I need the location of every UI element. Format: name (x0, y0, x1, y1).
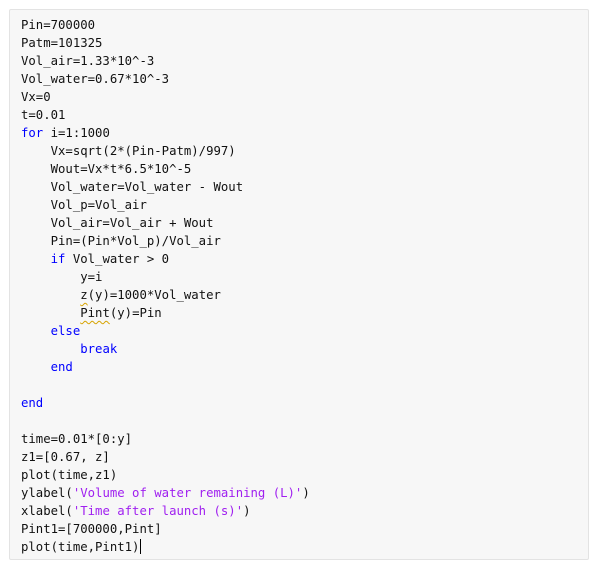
code-line[interactable]: Pin=(Pin*Vol_p)/Vol_air (21, 234, 221, 248)
code-indent (21, 252, 51, 266)
code-warning-token: Pint (80, 306, 110, 320)
code-text: ) (302, 486, 310, 500)
code-keyword: end (21, 396, 44, 410)
code-line[interactable] (21, 376, 310, 394)
code-line[interactable]: plot(time,Pint1) (21, 538, 310, 556)
code-string: 'Time after launch (s)' (72, 504, 244, 518)
code-indent (21, 342, 80, 356)
code-text: ) (243, 504, 251, 518)
code-line[interactable]: end (21, 358, 310, 376)
code-line[interactable]: Wout=Vx*t*6.5*10^-5 (21, 162, 192, 176)
code-text: plot(time,Pint1) (21, 540, 140, 554)
code-line[interactable] (21, 412, 310, 430)
code-indent (21, 306, 80, 320)
code-line[interactable]: Pint1=[700000,Pint] (21, 522, 162, 536)
code-line[interactable]: Vol_water=Vol_water - Wout (21, 180, 244, 194)
code-line[interactable]: Vol_air=1.33*10^-3 (21, 54, 155, 68)
code-line[interactable]: Vx=0 (21, 90, 51, 104)
code-line[interactable]: t=0.01 (21, 108, 66, 122)
code-line[interactable]: time=0.01*[0:y] (21, 432, 133, 446)
code-keyword: end (50, 360, 73, 374)
text-cursor (140, 539, 142, 554)
code-line[interactable]: Vol_p=Vol_air (21, 198, 147, 212)
code-indent (21, 288, 80, 302)
code-line[interactable]: Pint(y)=Pin (21, 304, 310, 322)
code-line[interactable]: else (21, 322, 310, 340)
code-line[interactable]: Patm=101325 (21, 36, 103, 50)
code-line[interactable]: if Vol_water > 0 (21, 250, 310, 268)
code-line[interactable]: z1=[0.67, z] (21, 450, 110, 464)
code-text: (y)=Pin (109, 306, 162, 320)
code-line[interactable]: Vx=sqrt(2*(Pin-Patm)/997) (21, 144, 236, 158)
code-keyword: if (50, 252, 66, 266)
code-line[interactable]: break (21, 340, 310, 358)
code-line[interactable]: Vol_air=Vol_air + Wout (21, 216, 214, 230)
code-text: ylabel( (21, 486, 73, 500)
code-line[interactable]: ylabel('Volume of water remaining (L)') (21, 484, 310, 502)
code-line[interactable]: z(y)=1000*Vol_water (21, 286, 310, 304)
code-string: 'Volume of water remaining (L)' (72, 486, 303, 500)
code-line[interactable]: Pin=700000 (21, 18, 96, 32)
code-line[interactable]: xlabel('Time after launch (s)') (21, 502, 310, 520)
code-line[interactable]: end (21, 394, 310, 412)
code-line[interactable]: y=i (21, 270, 103, 284)
code-warning-token: z (80, 288, 88, 302)
code-keyword: for (21, 126, 44, 140)
code-line[interactable]: Vol_water=0.67*10^-3 (21, 72, 170, 86)
code-keyword: break (80, 342, 118, 356)
code-text: Vol_water > 0 (65, 252, 170, 266)
code-indent (21, 360, 51, 374)
code-text: (y)=1000*Vol_water (87, 288, 221, 302)
code-indent (21, 324, 51, 338)
code-line[interactable]: plot(time,z1) (21, 468, 118, 482)
code-line[interactable]: for i=1:1000 (21, 124, 310, 142)
code-text: xlabel( (21, 504, 73, 518)
code-keyword: else (50, 324, 81, 338)
code-text: i=1:1000 (43, 126, 110, 140)
